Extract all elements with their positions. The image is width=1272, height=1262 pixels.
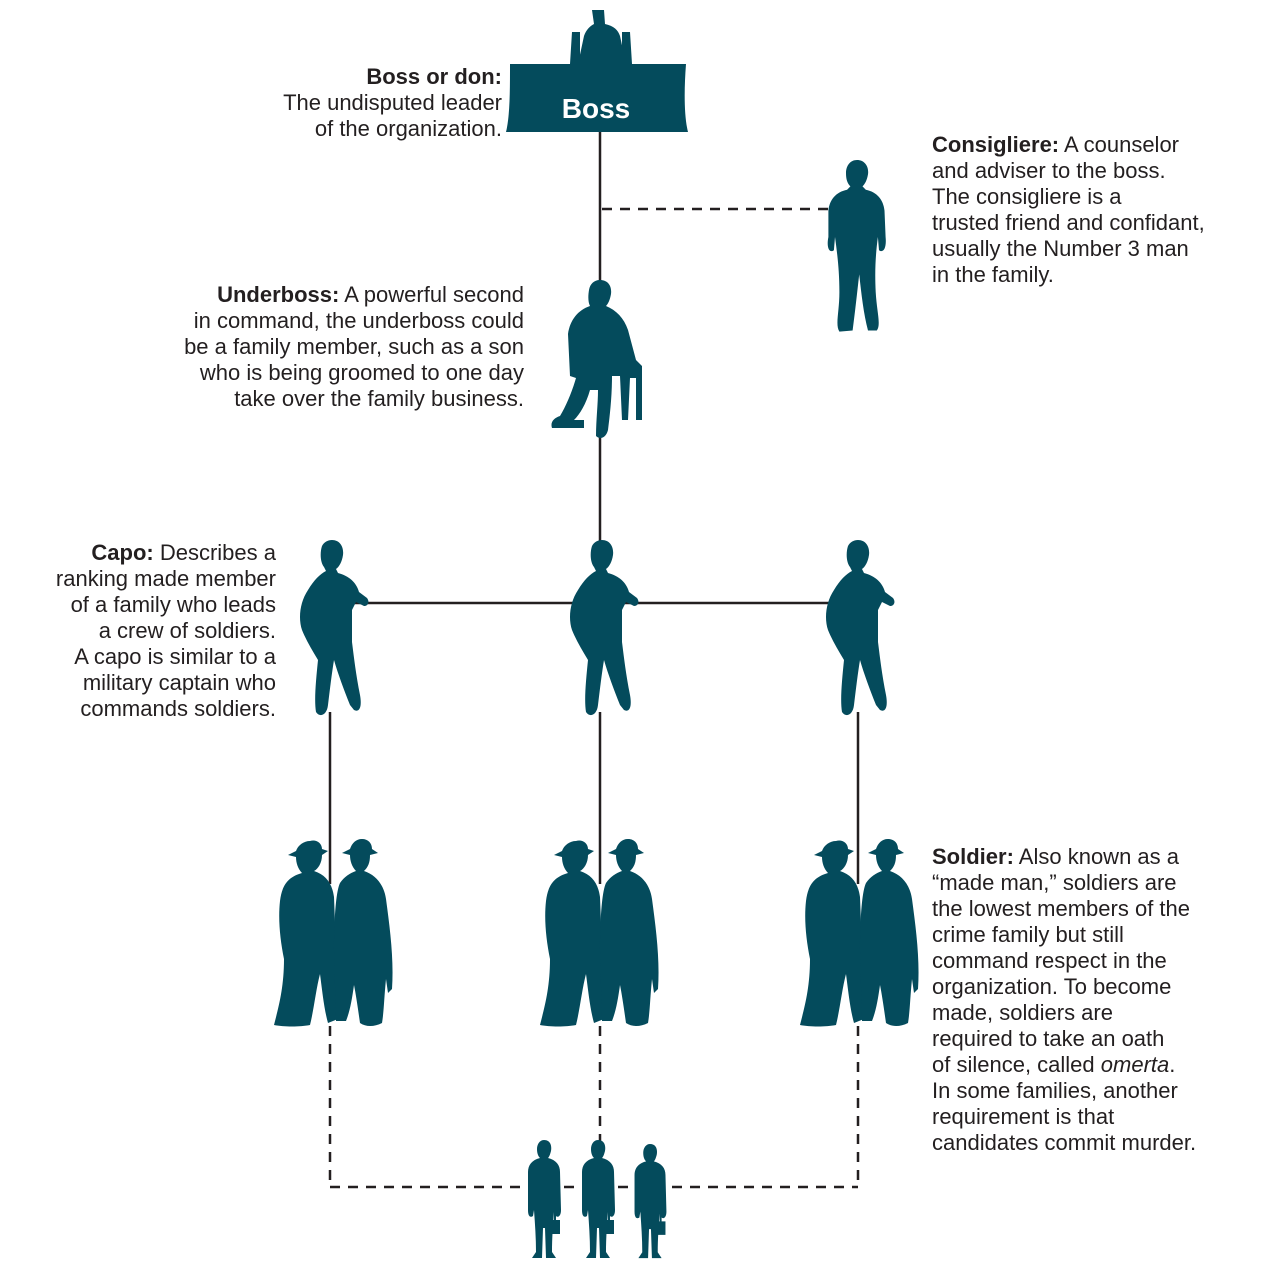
capo-title: Capo:: [91, 540, 154, 565]
capo-line-6: commands soldiers.: [80, 696, 276, 721]
soldier-line-3: crime family but still: [932, 922, 1124, 947]
boss-description: Boss or don: The undisputed leader of th…: [180, 64, 502, 142]
soldier-omerta-prefix: of silence, called: [932, 1052, 1101, 1077]
consigliere-line-1: and adviser to the boss.: [932, 158, 1166, 183]
consigliere-line-2: The consigliere is a: [932, 184, 1122, 209]
boss-title: Boss or don:: [366, 64, 502, 89]
underboss-line-2: be a family member, such as a son: [184, 334, 524, 359]
soldier-tail-line-1: In some families, another: [932, 1078, 1178, 1103]
boss-figure-icon: [506, 10, 688, 132]
associate-briefcase-icon: [528, 1140, 561, 1258]
consigliere-line-4: usually the Number 3 man: [932, 236, 1189, 261]
associate-briefcase-icon: [634, 1144, 667, 1259]
capo-line-5: military captain who: [82, 670, 276, 695]
underboss-line-0: A powerful second: [339, 282, 524, 307]
soldier-line-4: command respect in the: [932, 948, 1167, 973]
underboss-description: Underboss: A powerful second in command,…: [120, 282, 524, 412]
soldier-omerta-word: omerta: [1100, 1052, 1170, 1077]
capo-line-0: Describes a: [153, 540, 276, 565]
consigliere-line-5: in the family.: [932, 262, 1054, 287]
underboss-line-3: who is being groomed to one day: [199, 360, 524, 385]
soldier-line-5: organization. To become: [932, 974, 1172, 999]
consigliere-figure-icon: [827, 160, 886, 332]
soldier-omerta-suffix: .: [1169, 1052, 1176, 1077]
underboss-line-4: take over the family business.: [234, 386, 524, 411]
soldier-omerta-line: of silence, called omerta.: [932, 1052, 1266, 1078]
capo-figure-icon: [826, 540, 895, 716]
consigliere-description: Consigliere: A counselor and adviser to …: [932, 132, 1262, 288]
soldier-pair-icon: [274, 839, 393, 1027]
capo-description: Capo: Describes a ranking made member of…: [0, 540, 276, 722]
boss-box-label: Boss: [562, 93, 630, 124]
consigliere-title: Consigliere:: [932, 132, 1060, 157]
connector-lines: [328, 130, 860, 884]
soldier-description: Soldier: Also known as a “made man,” sol…: [932, 844, 1266, 1156]
underboss-seated-figure-icon: [551, 280, 642, 438]
boss-line-2: of the organization.: [314, 116, 502, 141]
consigliere-line-0: A counselor: [1059, 132, 1180, 157]
consigliere-line-3: trusted friend and confidant,: [932, 210, 1205, 235]
capo-figure-icon: [570, 540, 639, 716]
underboss-line-1: in command, the underboss could: [193, 308, 524, 333]
soldier-tail-line-2: requirement is that: [932, 1104, 1115, 1129]
soldier-line-2: the lowest members of the: [932, 896, 1191, 921]
associate-briefcase-icon: [582, 1140, 615, 1258]
underboss-title: Underboss:: [217, 282, 340, 307]
soldier-line-6: made, soldiers are: [932, 1000, 1113, 1025]
capo-figure-icon: [300, 540, 369, 716]
capo-line-3: a crew of soldiers.: [98, 618, 276, 643]
soldier-tail-line-3: candidates commit murder.: [932, 1130, 1197, 1155]
capo-line-1: ranking made member: [55, 566, 276, 591]
capo-line-2: of a family who leads: [70, 592, 276, 617]
soldier-line-0: Also known as a: [1013, 844, 1180, 869]
soldier-line-1: “made man,” soldiers are: [932, 870, 1177, 895]
soldier-title: Soldier:: [932, 844, 1014, 869]
soldier-pair-icon: [800, 839, 919, 1027]
boss-line-1: The undisputed leader: [283, 90, 502, 115]
soldier-line-7: required to take an oath: [932, 1026, 1165, 1051]
capo-line-4: A capo is similar to a: [74, 644, 276, 669]
dashed-lines: [328, 207, 860, 1189]
